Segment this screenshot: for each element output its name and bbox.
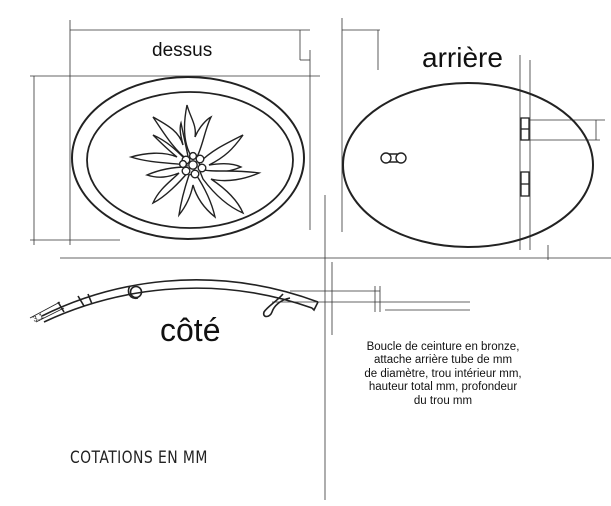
units-note: COTATIONS EN MM [70, 448, 208, 468]
top-view-label: dessus [152, 40, 213, 61]
construction-lines [30, 18, 611, 500]
description-line: attache arrière tube de mm [373, 354, 513, 367]
back-view-buckle [342, 82, 594, 248]
side-view-buckle [29, 279, 319, 323]
description-line: Boucle de ceinture en bronze, [366, 341, 520, 353]
top-view-buckle [71, 76, 305, 240]
description-note: Boucle de ceinture en bronze, attache ar… [340, 341, 546, 408]
back-attachment-tubes [520, 117, 530, 197]
description-line: hauteur total mm, profondeur [368, 381, 518, 394]
side-view-label: côté [160, 312, 221, 348]
dimension-mark: 3,1 [31, 311, 45, 324]
description-line: du trou mm [413, 394, 473, 407]
back-view-label: arrière [422, 42, 503, 73]
pin-icon [380, 152, 407, 164]
description-line: de diamètre, trou intérieur mm, [364, 367, 522, 380]
edelweiss-flower-icon [128, 104, 262, 219]
